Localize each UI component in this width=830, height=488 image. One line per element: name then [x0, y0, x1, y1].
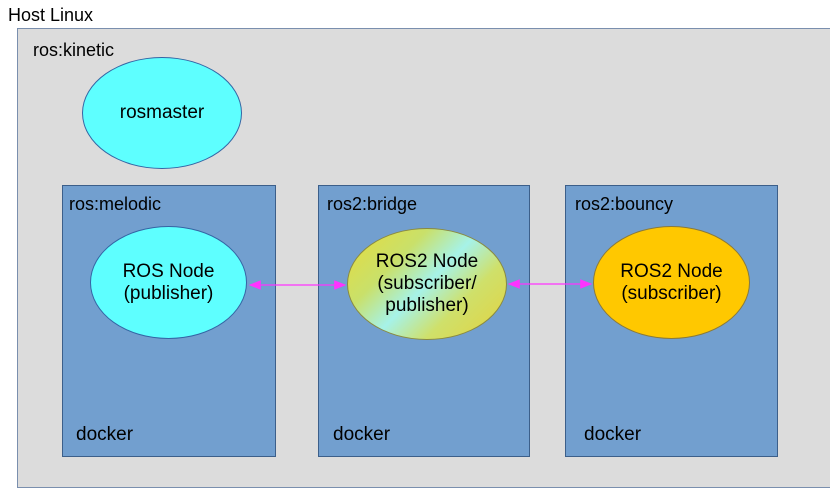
ros-kinetic-label: ros:kinetic — [33, 40, 115, 60]
node-line: ROS2 Node — [620, 260, 723, 282]
node-line: ROS2 Node — [375, 251, 479, 272]
node-line: (publisher) — [123, 282, 214, 304]
rosmaster-node: rosmaster — [82, 57, 242, 169]
node-line: ROS Node — [122, 260, 215, 282]
node-line: publisher) — [385, 295, 469, 316]
node-line: (subscriber/ — [377, 273, 477, 294]
ros-node-publisher: ROS Node (publisher) — [90, 226, 247, 339]
host-linux-label: Host Linux — [8, 5, 94, 25]
docker-label-bouncy: docker — [584, 424, 642, 445]
ros2-bouncy-label: ros2:bouncy — [575, 194, 674, 214]
docker-label-melodic: docker — [76, 424, 134, 445]
ros2-node-subscriber: ROS2 Node (subscriber) — [593, 226, 750, 339]
ros2-node-bridge: ROS2 Node (subscriber/ publisher) — [347, 228, 507, 340]
connection-arrows — [248, 279, 593, 290]
node-line: (subscriber) — [621, 282, 722, 304]
rosmaster-label: rosmaster — [119, 102, 205, 123]
docker-label-bridge: docker — [333, 424, 391, 445]
ros2-bridge-label: ros2:bridge — [327, 194, 418, 214]
ros-melodic-label: ros:melodic — [69, 194, 162, 214]
